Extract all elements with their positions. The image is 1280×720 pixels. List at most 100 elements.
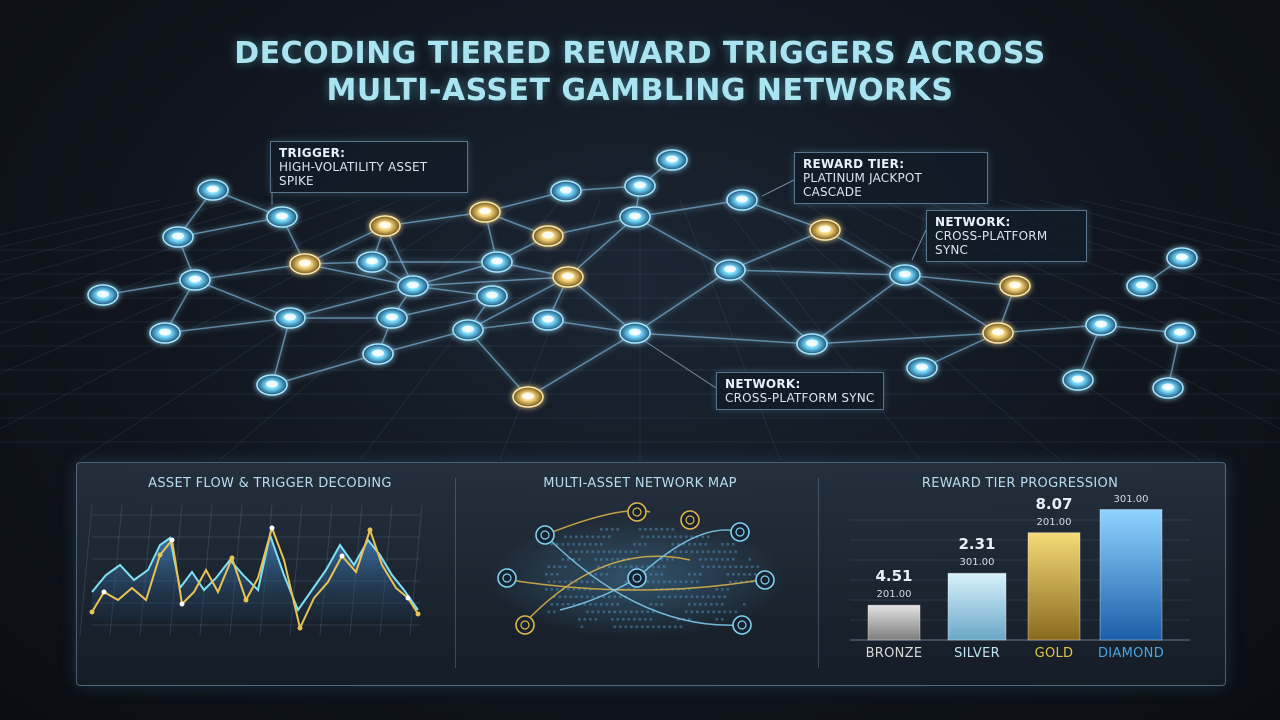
callout-reward-value: PLATINUM JACKPOT CASCADE <box>803 171 923 199</box>
network-node-37 <box>1164 322 1196 344</box>
edge-22 <box>412 276 569 287</box>
bar-sublabel-silver: 301.00 <box>959 557 995 569</box>
network-node-28 <box>714 259 746 281</box>
network-graph <box>0 149 1280 460</box>
page-title-line-1: DECODING TIERED REWARD TRIGGERS ACROSS <box>234 36 1046 71</box>
network-node-5 <box>149 322 181 344</box>
network-node-2 <box>162 226 194 248</box>
bar-label-diamond: DIAMOND <box>1097 646 1165 661</box>
network-node-9 <box>356 251 388 273</box>
edge-55 <box>997 324 1102 334</box>
network-node-0 <box>197 179 229 201</box>
edge-9 <box>304 225 386 265</box>
callout-network-top: NETWORK: CROSS-PLATFORM SYNC <box>926 210 1087 262</box>
callout-line-3 <box>639 337 717 389</box>
panel-title-asset-flow: ASSET FLOW & TRIGGER DECODING <box>148 476 392 491</box>
network-node-26 <box>532 309 564 331</box>
edge-53 <box>811 332 999 345</box>
callout-reward-label: REWARD TIER: <box>803 157 905 171</box>
edge-2 <box>177 216 283 238</box>
bar-value-gold: 8.07 <box>1035 494 1073 513</box>
edge-38 <box>634 216 731 271</box>
edge-50 <box>824 229 906 276</box>
network-node-30 <box>796 333 828 355</box>
bar-label-gold: GOLD <box>1034 646 1074 661</box>
edge-32 <box>567 216 636 278</box>
edge-48 <box>729 269 813 345</box>
network-node-13 <box>362 343 394 365</box>
edge-26 <box>271 317 291 386</box>
reward-node-33 <box>982 322 1014 344</box>
network-node-10 <box>397 275 429 297</box>
reward-node-29 <box>512 386 544 408</box>
edge-34 <box>467 276 569 331</box>
network-node-19 <box>550 180 582 202</box>
edge-45 <box>467 329 529 398</box>
edge-39 <box>634 199 743 218</box>
edge-52 <box>904 274 999 334</box>
network-node-12 <box>376 307 408 329</box>
edge-66 <box>567 276 636 334</box>
callout-network-bottom: NETWORK: CROSS-PLATFORM SYNC <box>716 372 884 410</box>
edge-63 <box>194 279 291 319</box>
reward-node-17 <box>532 225 564 247</box>
network-node-27 <box>619 322 651 344</box>
edge-51 <box>904 274 1016 287</box>
network-node-21 <box>656 149 688 171</box>
edge-41 <box>729 229 826 271</box>
network-node-35 <box>1085 314 1117 336</box>
network-node-4 <box>87 284 119 306</box>
bar-value-silver: 2.31 <box>958 535 996 554</box>
edge-47 <box>634 332 813 345</box>
network-node-16 <box>476 285 508 307</box>
bar-sublabel-gold: 201.00 <box>1036 516 1072 528</box>
bar-sublabel-bronze: 201.00 <box>876 589 912 601</box>
edge-19 <box>289 285 414 319</box>
edge-7 <box>194 263 306 281</box>
panel-title-reward-tier: REWARD TIER PROGRESSION <box>921 476 1119 491</box>
network-node-31 <box>889 264 921 286</box>
network-node-36 <box>1062 369 1094 391</box>
edge-49 <box>811 274 906 345</box>
network-node-39 <box>1126 275 1158 297</box>
callout-reward-tier: REWARD TIER: PLATINUM JACKPOT CASCADE <box>794 152 988 204</box>
edge-12 <box>384 211 486 227</box>
callout-network-top-value: CROSS-PLATFORM SYNC <box>935 229 1048 257</box>
bar-label-silver: SILVER <box>954 646 1000 661</box>
edge-42 <box>634 269 731 334</box>
callout-network-bottom-value: CROSS-PLATFORM SYNC <box>725 391 875 405</box>
bar-value-bronze: 4.51 <box>875 567 913 586</box>
network-node-14 <box>256 374 288 396</box>
callout-trigger-label: TRIGGER: <box>279 146 346 160</box>
reward-node-24 <box>809 219 841 241</box>
bar-sublabel-diamond: 301.00 <box>1113 493 1149 505</box>
reward-node-7 <box>369 215 401 237</box>
edge-61 <box>391 295 493 319</box>
network-node-20 <box>624 175 656 197</box>
network-nodes <box>87 149 1198 408</box>
network-node-11 <box>274 307 306 329</box>
callout-line-1 <box>761 179 795 197</box>
network-node-3 <box>179 269 211 291</box>
reward-node-8 <box>469 201 501 223</box>
edge-65 <box>377 329 469 355</box>
reward-node-32 <box>999 275 1031 297</box>
page-title-line-2: MULTI-ASSET GAMBLING NETWORKS <box>326 73 954 108</box>
callout-network-top-label: NETWORK: <box>935 215 1011 229</box>
callout-line-2 <box>911 229 927 261</box>
network-node-25 <box>452 319 484 341</box>
network-node-1 <box>266 206 298 228</box>
edge-46 <box>527 332 636 398</box>
callout-trigger: TRIGGER: HIGH-VOLATILITY ASSET SPIKE <box>270 141 468 193</box>
edge-43 <box>729 269 906 276</box>
callout-network-bottom-label: NETWORK: <box>725 377 801 391</box>
network-node-38 <box>1152 377 1184 399</box>
reward-node-6 <box>289 253 321 275</box>
panel-divider-1 <box>455 478 456 668</box>
callout-trigger-value: HIGH-VOLATILITY ASSET SPIKE <box>279 160 428 188</box>
edge-8 <box>164 317 291 334</box>
network-node-15 <box>481 251 513 273</box>
network-node-23 <box>726 189 758 211</box>
network-node-34 <box>906 357 938 379</box>
network-node-40 <box>1166 247 1198 269</box>
